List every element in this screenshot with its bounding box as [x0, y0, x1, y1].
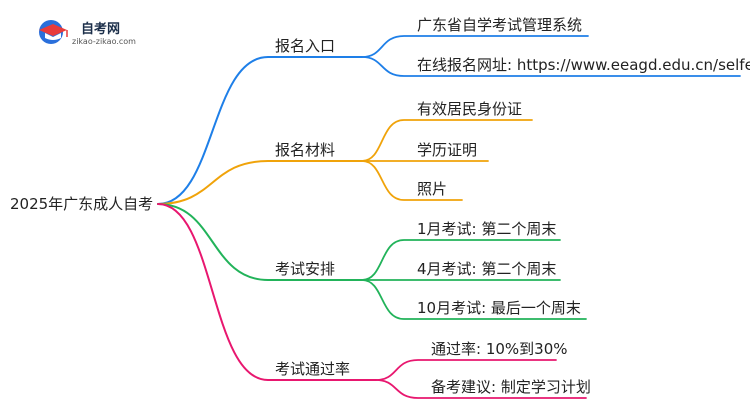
logo-url: zikao-zikao.com: [72, 37, 136, 46]
leaf-connector-2-3: [361, 160, 463, 201]
leaf-connector-3-3: [361, 279, 587, 320]
leaf-connector-1-1: [361, 35, 589, 58]
leaf-connector-4-2: [375, 379, 587, 399]
leaf-connector-4-1: [375, 359, 557, 381]
logo: 自考网 zikao-zikao.com: [36, 16, 146, 50]
branch-connector-4: [157, 203, 377, 381]
branch-label-registration-entry: 报名入口: [275, 37, 336, 55]
logo-name: 自考网: [81, 22, 121, 37]
leaf-photo: 照片: [417, 180, 448, 198]
leaf-pass-rate: 通过率: 10%到30%: [431, 340, 568, 358]
branch-label-registration-materials: 报名材料: [275, 141, 336, 159]
leaf-january-exam: 1月考试: 第二个周末: [417, 220, 557, 238]
leaf-education-certificate: 学历证明: [417, 141, 478, 159]
leaf-april-exam: 4月考试: 第二个周末: [417, 260, 557, 278]
leaf-registration-url: 在线报名网址: https://www.eeagd.edu.cn/selfec/: [417, 56, 750, 74]
branch-label-exam-schedule: 考试安排: [275, 260, 336, 278]
leaf-connector-1-2: [361, 56, 741, 77]
leaf-october-exam: 10月考试: 最后一个周末: [417, 299, 581, 317]
branch-connector-1: [157, 56, 363, 205]
leaf-connector-3-1: [361, 239, 561, 281]
branch-connector-3: [157, 203, 363, 281]
branch-connector-2: [157, 160, 363, 205]
branch-label-pass-rate: 考试通过率: [275, 360, 351, 378]
leaf-connector-2-1: [361, 119, 533, 162]
leaf-study-advice: 备考建议: 制定学习计划: [431, 378, 591, 396]
root-node: 2025年广东成人自考: [10, 195, 154, 213]
leaf-exam-management-system: 广东省自学考试管理系统: [417, 16, 583, 34]
graduation-cap-icon: [39, 20, 68, 44]
connector-lines: [157, 35, 741, 399]
leaf-id-card: 有效居民身份证: [417, 100, 523, 118]
